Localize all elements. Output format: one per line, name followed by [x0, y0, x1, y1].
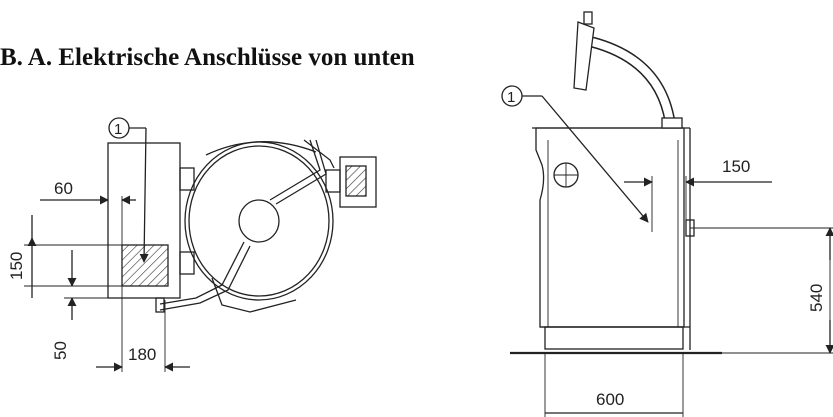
stir-arm-e — [303, 139, 335, 169]
kettle-outer — [184, 141, 334, 301]
stir-arm-c — [269, 139, 321, 201]
pedestal — [544, 326, 684, 350]
kettle-rim — [205, 141, 317, 156]
faucet-base — [661, 117, 683, 129]
left-dim-180: 180 — [128, 345, 156, 364]
left-callout-leader-b — [139, 127, 149, 263]
left-dim-150: 150 — [7, 252, 26, 280]
kettle-lip — [211, 277, 297, 313]
faucet-tip — [583, 11, 593, 25]
left-housing — [107, 142, 181, 299]
arm-end-cap — [155, 297, 165, 313]
motor-hatch — [345, 165, 367, 197]
housing-neck-bottom — [179, 251, 195, 275]
left-dim-50: 50 — [51, 341, 70, 360]
diagram-title: B. A. Elektrische Anschlüsse von unten — [0, 44, 415, 71]
kettle-inner — [188, 145, 330, 297]
faucet-arm-inner — [590, 38, 674, 123]
stir-arm-b — [159, 245, 251, 311]
right-callout-number: 1 — [507, 89, 515, 106]
right-dim-540: 540 — [807, 284, 826, 312]
kettle-center-hub — [238, 199, 280, 243]
left-top-view — [24, 117, 377, 372]
cabinet-body — [535, 127, 685, 328]
right-side-view — [501, 11, 833, 417]
housing-neck-top — [179, 167, 195, 191]
left-dim-60: 60 — [54, 179, 73, 198]
left-callout-number: 1 — [114, 121, 122, 138]
right-dim-150: 150 — [722, 157, 750, 176]
right-callout-leader-b — [541, 95, 649, 223]
motor-neck — [325, 169, 341, 193]
connection-hatch — [121, 244, 169, 287]
stir-arm-a — [159, 241, 245, 305]
right-dim-600: 600 — [596, 390, 624, 409]
stir-arm-d — [275, 139, 327, 205]
faucet-head — [573, 21, 595, 91]
